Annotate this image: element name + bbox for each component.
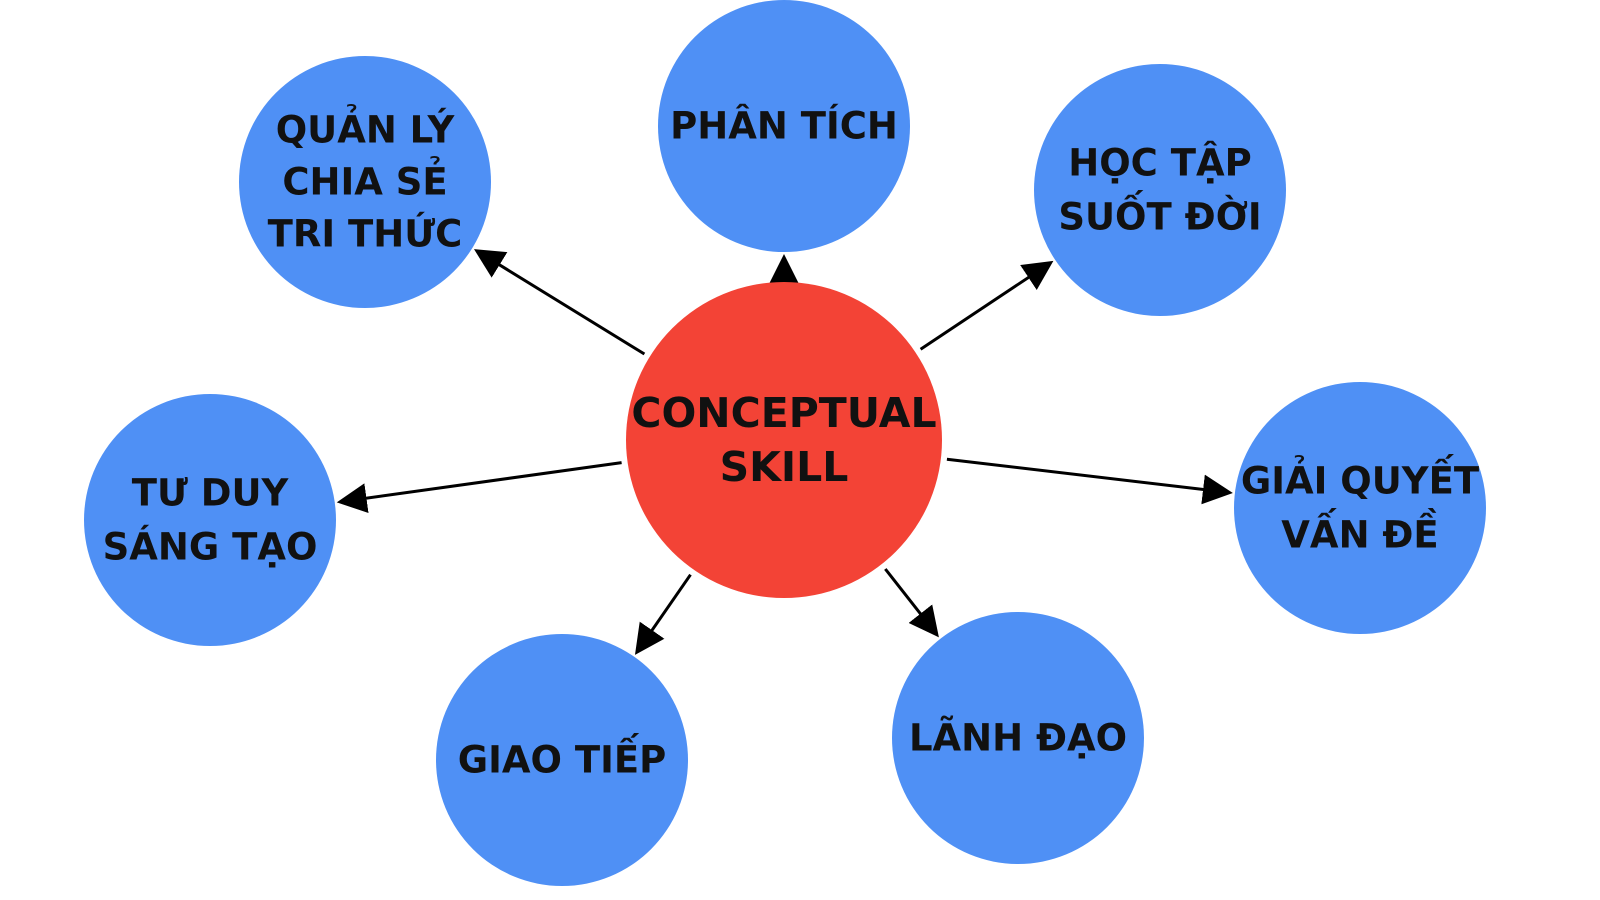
node-label-conceptual-skill-line-1: SKILL <box>720 443 849 491</box>
satellite-circle-hoc-tap-suot-doi <box>1034 64 1286 316</box>
node-tu-duy-sang-tao: TƯ DUY SÁNG TẠO <box>84 394 336 646</box>
satellite-circle-giai-quyet-van-de <box>1234 382 1486 634</box>
node-label-quan-ly-chia-se-tri-thuc-line-0: QUẢN LÝ <box>276 104 456 152</box>
satellite-circle-quan-ly-chia-se-tri-thuc <box>239 56 491 308</box>
node-label-tu-duy-sang-tao-line-0: TƯ DUY <box>132 472 290 515</box>
connector-layer <box>336 249 1233 655</box>
arrow-to-giai-quyet-van-de <box>946 457 1233 505</box>
node-giao-tiep: GIAO TIẾP <box>436 634 688 886</box>
node-lanh-dao: LÃNH ĐẠO <box>892 612 1144 864</box>
node-hoc-tap-suot-doi: HỌC TẬP SUỐT ĐỜI <box>1034 64 1286 316</box>
node-label-conceptual-skill-line-0: CONCEPTUAL <box>631 389 936 437</box>
node-label-quan-ly-chia-se-tri-thuc-line-1: CHIA SẺ <box>282 156 447 204</box>
node-giai-quyet-van-de: GIẢI QUYẾT VẤN ĐỀ <box>1234 382 1486 634</box>
node-label-quan-ly-chia-se-tri-thuc-line-2: TRI THỨC <box>268 212 463 256</box>
node-phan-tich: PHÂN TÍCH <box>658 0 910 252</box>
node-label-hoc-tap-suot-doi-line-0: HỌC TẬP <box>1068 141 1251 185</box>
node-conceptual-skill: CONCEPTUAL SKILL <box>626 282 942 598</box>
node-label-lanh-dao-line-0: LÃNH ĐẠO <box>909 716 1127 760</box>
satellite-circle-phan-tich <box>658 0 910 252</box>
node-label-phan-tich-line-0: PHÂN TÍCH <box>670 104 898 148</box>
node-label-giai-quyet-van-de-line-1: VẤN ĐỀ <box>1281 508 1438 557</box>
node-label-tu-duy-sang-tao-line-1: SÁNG TẠO <box>103 525 318 569</box>
arrow-to-tu-duy-sang-tao <box>336 461 622 514</box>
arrow-to-hoc-tap-suot-doi <box>919 260 1054 351</box>
satellite-circle-lanh-dao <box>892 612 1144 864</box>
satellite-circle-giao-tiep <box>436 634 688 886</box>
arrow-to-quan-ly-chia-se-tri-thuc <box>473 249 646 356</box>
node-label-giao-tiep-line-0: GIAO TIẾP <box>458 733 667 782</box>
satellite-circle-tu-duy-sang-tao <box>84 394 336 646</box>
arrow-to-lanh-dao <box>884 568 939 638</box>
node-label-hoc-tap-suot-doi-line-1: SUỐT ĐỜI <box>1058 190 1261 239</box>
center-circle-conceptual-skill <box>626 282 942 598</box>
node-label-giai-quyet-van-de-line-0: GIẢI QUYẾT <box>1241 454 1480 503</box>
arrow-to-giao-tiep <box>634 573 692 655</box>
